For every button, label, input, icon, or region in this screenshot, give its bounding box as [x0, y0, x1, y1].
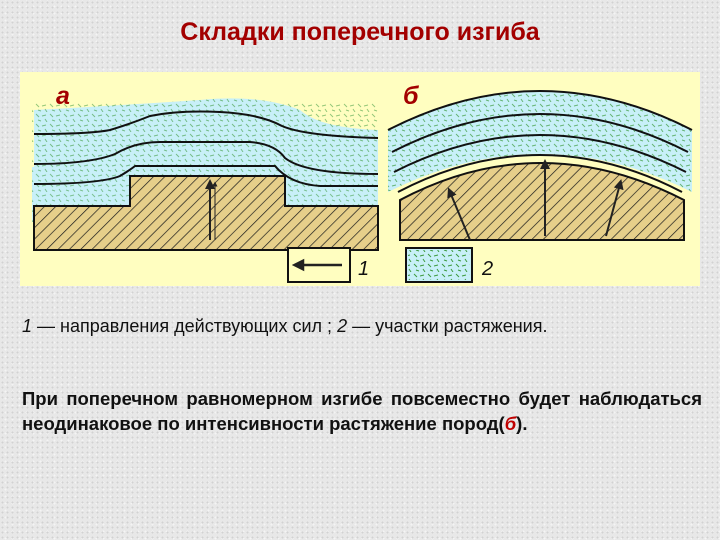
- caption-item-2-text: — участки растяжения.: [347, 316, 547, 336]
- page-title: Складки поперечного изгиба: [0, 18, 720, 47]
- figure-panel: 1 2 а б: [20, 72, 700, 286]
- legend: 1 2: [288, 248, 493, 282]
- body-text-highlight: б: [505, 413, 516, 434]
- panel-b: [388, 91, 692, 240]
- panel-a: [32, 98, 378, 250]
- panel-b-label: б: [403, 82, 420, 110]
- legend-2-number: 2: [481, 258, 493, 280]
- caption-item-2-number: 2: [337, 316, 347, 336]
- body-text-end: ).: [516, 413, 527, 434]
- legend-1-number: 1: [358, 258, 369, 280]
- caption-item-1-text: — направления действующих сил ;: [32, 316, 337, 336]
- body-text-main: При поперечном равномерном изгибе повсем…: [22, 388, 702, 434]
- figure-caption: 1 — направления действующих сил ; 2 — уч…: [22, 314, 700, 338]
- caption-item-1-number: 1: [22, 316, 32, 336]
- panel-a-label: а: [56, 82, 70, 110]
- fold-diagram: 1 2 а б: [20, 72, 700, 286]
- legend-stretch-dashes: [408, 250, 470, 280]
- body-paragraph: При поперечном равномерном изгибе повсем…: [22, 386, 702, 436]
